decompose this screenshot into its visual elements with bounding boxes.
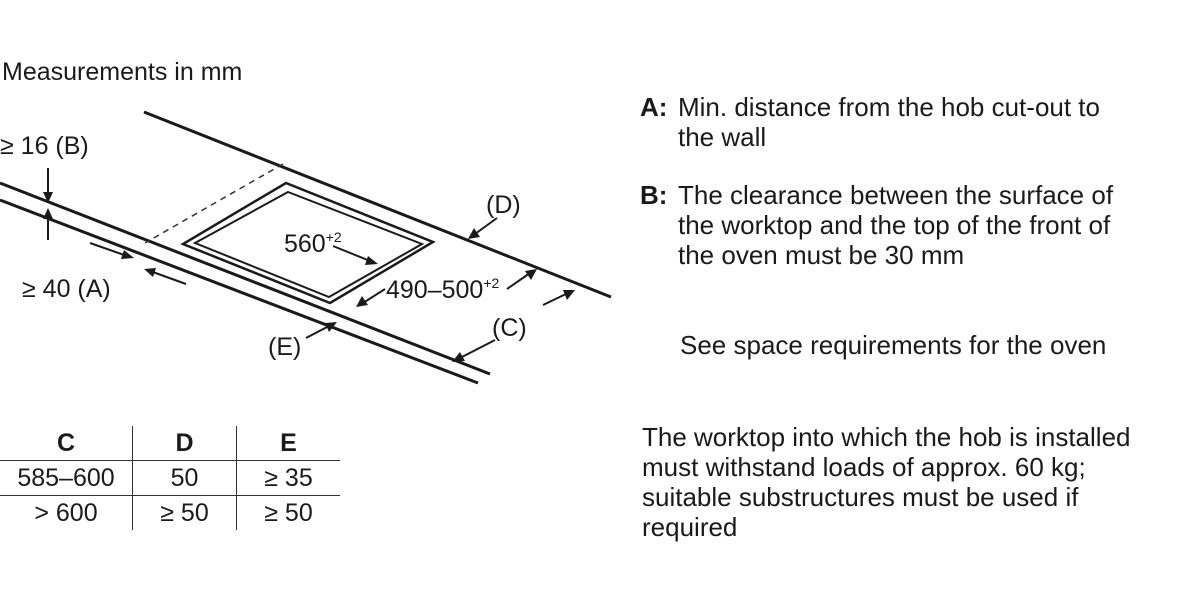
worktop-front-edge-top	[0, 181, 491, 376]
table-header-c: C	[56, 428, 76, 457]
table-header-row: C D E	[0, 426, 340, 461]
table-row: > 600 ≥ 50 ≥ 50	[0, 495, 340, 530]
worktop-back-edge	[143, 110, 612, 299]
table-cell: ≥ 50	[132, 495, 237, 530]
note-c: See space requirements for the oven	[680, 330, 1106, 360]
table-row: 585–600 50 ≥ 35	[0, 460, 340, 496]
cutout-depth-tolerance: +2	[483, 275, 499, 291]
dimension-cutout-width	[332, 245, 378, 265]
note-b-key: B:	[640, 180, 668, 210]
note-worktop-line: required	[642, 512, 738, 542]
table-cell: 50	[132, 460, 237, 496]
table-cell: 585–600	[0, 460, 133, 496]
note-b-line: The clearance between the surface of	[678, 180, 1114, 210]
note-worktop: The worktop into which the hob is instal…	[642, 422, 1131, 542]
note-b-line: the oven must be 30 mm	[678, 240, 965, 270]
note-b-line: the worktop and the top of the front of	[678, 210, 1111, 240]
dimension-b	[43, 168, 53, 240]
dimensions-table: C D E 585–600 50 ≥ 35 > 600 ≥ 50 ≥ 50	[0, 426, 340, 530]
table-cell: > 600	[0, 495, 133, 530]
note-worktop-line: must withstand loads of approx. 60 kg;	[642, 452, 1086, 482]
table-header-d: D	[132, 426, 237, 461]
hob-cutout-outer	[180, 181, 436, 305]
table-cell: ≥ 50	[236, 495, 340, 530]
note-c-text: See space requirements for the oven	[680, 330, 1107, 360]
cutout-width-value: 560	[284, 230, 326, 258]
dimension-e	[305, 322, 337, 339]
label-cutout-depth: 490–500+2	[386, 275, 500, 304]
measurements-heading: Measurements in mm	[2, 58, 242, 86]
dimension-c	[452, 290, 575, 362]
label-b: ≥ 16 (B)	[0, 132, 89, 160]
dimension-a	[89, 242, 187, 285]
note-a-line: the wall	[678, 122, 767, 152]
hob-cutout-inner	[192, 190, 425, 299]
wall-reference-dashed-line	[144, 163, 284, 244]
cutout-depth-value: 490–500	[386, 276, 483, 304]
label-e: (E)	[268, 333, 301, 361]
dimension-d	[468, 217, 498, 239]
table-header-e: E	[236, 426, 340, 461]
note-worktop-line: suitable substructures must be used if	[642, 482, 1079, 512]
label-c: (C)	[492, 314, 527, 342]
dimension-cutout-depth	[356, 269, 537, 307]
note-a-line: Min. distance from the hob cut-out to	[678, 92, 1100, 122]
label-cutout-width: 560+2	[284, 229, 342, 258]
label-a: ≥ 40 (A)	[22, 275, 111, 303]
table-cell: ≥ 35	[236, 460, 340, 496]
label-d: (D)	[486, 191, 521, 219]
cutout-width-tolerance: +2	[326, 229, 342, 245]
note-a-key: A:	[640, 92, 668, 122]
worktop-front-edge-bottom	[0, 198, 479, 385]
note-worktop-line: The worktop into which the hob is instal…	[642, 422, 1131, 452]
